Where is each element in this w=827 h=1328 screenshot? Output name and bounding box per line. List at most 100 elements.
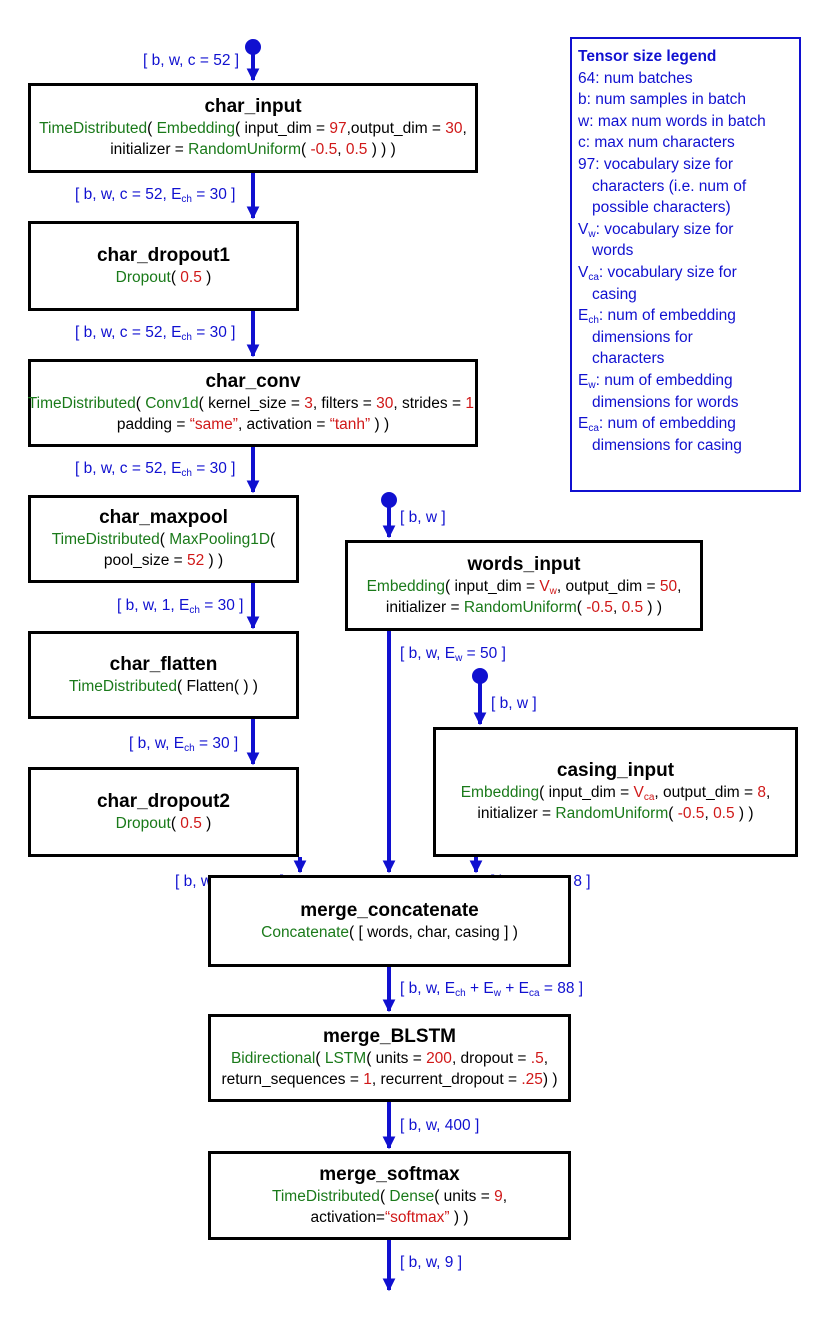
node-title: char_dropout1 [96, 244, 231, 266]
legend-symbol: V [578, 263, 589, 281]
param-text: ( [147, 120, 157, 137]
node-title: merge_BLSTM [322, 1026, 457, 1047]
label-text: [ b, w ] [400, 509, 446, 526]
node-param-line: Embedding( input_dim = Vw, output_dim = … [367, 576, 682, 597]
legend-description-continued: dimensions for casing [592, 436, 742, 454]
node-param-line: Embedding( input_dim = Vca, output_dim =… [461, 782, 771, 803]
label-text: = 30 ] [191, 324, 236, 341]
legend-description-continued: dimensions for words [592, 393, 739, 411]
label-subscript: ch [455, 988, 466, 999]
function-name: TimeDistributed [39, 120, 148, 137]
param-text: padding = [116, 416, 190, 433]
param-text: , [543, 1050, 549, 1067]
param-text: ( [270, 531, 276, 548]
param-text: , [473, 395, 479, 412]
param-value: 0.5 [621, 598, 644, 616]
param-text: , [502, 1187, 508, 1205]
label-text: = 30 ] [194, 735, 239, 752]
legend-description: : vocabulary size for [595, 220, 734, 238]
legend-description: : vocabulary size for [598, 263, 737, 281]
words-input-source-dot [381, 492, 397, 508]
legend-description: : num of embedding [598, 415, 736, 433]
param-symbol: Vw [539, 577, 557, 597]
node-title: char_dropout2 [96, 790, 231, 812]
legend-symbol-subscript: w [588, 228, 596, 240]
label-merge-blstm-output: [ b, w, 400 ] [400, 1117, 479, 1135]
label-char-maxpool-output: [ b, w, 1, Ech = 30 ] [117, 597, 243, 616]
param-value: 3 [304, 395, 313, 412]
legend-entry: b: num samples in batch [578, 89, 793, 111]
node-title: char_input [204, 96, 302, 117]
label-subscript: w [493, 988, 501, 999]
param-text: ( input_dim = [444, 577, 540, 595]
param-value: 200 [426, 1050, 452, 1067]
param-text: , [765, 784, 771, 801]
label-text: = 30 ] [191, 186, 236, 203]
char-input-source-dot [245, 39, 261, 55]
label-text: = 50 ] [462, 645, 506, 662]
node-param-line: initializer = RandomUniform( -0.5, 0.5 )… [110, 139, 396, 160]
node-title: char_maxpool [99, 507, 228, 528]
param-value: -0.5 [586, 598, 613, 616]
param-text: initializer = [110, 141, 189, 158]
param-text: ( units = [434, 1187, 495, 1205]
legend-description-continued: possible characters) [592, 199, 731, 217]
node-title: char_flatten [109, 653, 218, 675]
legend-entry: Ech: num of embedding [578, 305, 793, 327]
label-text: [ b, w ] [491, 695, 537, 712]
legend-description-continued: characters [592, 350, 665, 368]
param-text: , output_dim = [654, 784, 758, 801]
legend-entry: 64: num batches [578, 68, 793, 90]
node-param-line: initializer = RandomUniform( -0.5, 0.5 )… [386, 597, 662, 618]
param-value: 30 [376, 395, 394, 412]
node-param-line: TimeDistributed( Dense( units = 9, [272, 1186, 507, 1207]
label-char-conv-output: [ b, w, c = 52, Ech = 30 ] [75, 460, 236, 479]
node-param-line: TimeDistributed( Embedding( input_dim = … [39, 118, 467, 139]
legend-description-continued: dimensions for [592, 328, 693, 346]
label-char-flatten-output: [ b, w, Ech = 30 ] [129, 735, 239, 754]
label-text: [ b, w, E [400, 645, 456, 662]
param-text: ) [201, 814, 212, 832]
param-text: activation= [310, 1208, 385, 1226]
param-value: 8 [757, 784, 766, 801]
param-value: 0.5 [180, 268, 202, 286]
function-name: Embedding [366, 577, 445, 595]
param-text: ) ) ) [367, 141, 396, 158]
param-value: 50 [659, 577, 678, 595]
function-name: TimeDistributed [271, 1187, 380, 1205]
function-name: RandomUniform [188, 141, 302, 158]
param-text: ) ) [643, 598, 663, 616]
param-value: -0.5 [677, 805, 705, 822]
param-text: ( input_dim = [539, 784, 634, 801]
legend-entry: Eca: num of embedding [578, 413, 793, 435]
function-name: MaxPooling1D [169, 531, 271, 548]
node-title: merge_concatenate [300, 899, 479, 921]
param-text: , filters = [312, 395, 377, 412]
param-text: , [677, 577, 682, 595]
node-param-line: initializer = RandomUniform( -0.5, 0.5 )… [477, 803, 753, 824]
param-value: 0.5 [713, 805, 735, 822]
param-text: , [704, 805, 714, 822]
param-text: ( [ words, char, casing ] ) [349, 923, 518, 941]
param-text: initializer = [385, 598, 464, 616]
param-text: ) ) [204, 552, 224, 569]
label-text: [ b, w, E [129, 735, 185, 752]
param-value: 1 [465, 395, 474, 412]
node-param-line: padding = “same”, activation = “tanh” ) … [117, 414, 389, 435]
param-text: , [462, 120, 467, 137]
function-name: TimeDistributed [27, 395, 136, 412]
node-title: words_input [467, 553, 581, 575]
legend-symbol: w [578, 112, 590, 130]
param-text: ,output_dim = [346, 120, 446, 137]
label-text: + E [500, 980, 529, 997]
label-subscript: w [455, 653, 463, 664]
